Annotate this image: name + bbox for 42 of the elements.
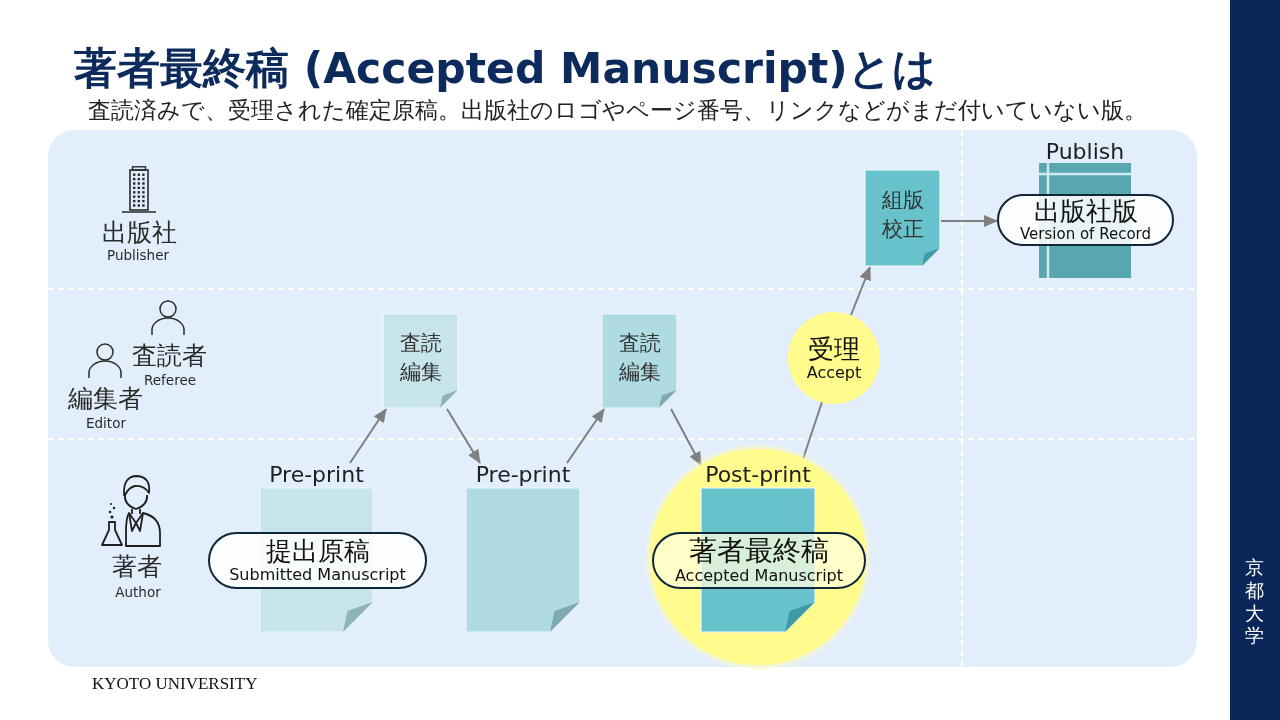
english-term: Version of Record (1020, 226, 1151, 243)
arrow (446, 408, 481, 464)
footer-text: KYOTO UNIVERSITY (92, 675, 258, 694)
document-text: 査読編集 (617, 330, 662, 386)
document-text: 査読編集 (398, 330, 443, 386)
lane-subtitle: Referee (144, 373, 196, 388)
arrow (349, 408, 387, 464)
label-pill (652, 532, 866, 589)
label-pill (208, 532, 427, 589)
band-text: 京都大学 (1245, 557, 1265, 649)
side-bar (1230, 0, 1280, 720)
label-pill (997, 194, 1174, 246)
main-term: 提出原稿 (265, 537, 370, 566)
main-term: 出版社版 (1033, 197, 1138, 227)
document-page (865, 170, 940, 266)
lane-title: 査読者 (131, 342, 207, 370)
english-term: Accepted Manuscript (674, 567, 844, 585)
lane-title: 出版社 (101, 219, 177, 247)
arrow (566, 408, 605, 464)
document-heading: Publish (1045, 140, 1125, 164)
document-heading: Pre-print (475, 463, 571, 487)
document-heading: Pre-print (269, 463, 364, 487)
page-subtitle: 査読済みで、受理された確定原稿。出版社のロゴやページ番号、リンクなどがまだ付いていない版。 (88, 98, 1147, 123)
english-term: Accept (806, 363, 862, 382)
document-page (383, 314, 458, 408)
lane-title: 編集者 (67, 385, 143, 413)
arrow (670, 408, 702, 466)
lane-subtitle: Publisher (107, 248, 169, 263)
main-term: 受理 (808, 334, 860, 364)
english-term: Submitted Manuscript (229, 566, 406, 584)
document-heading: Post-print (705, 463, 811, 487)
connector-line (802, 401, 823, 460)
document-text: 組版校正 (880, 187, 925, 243)
document-page (602, 314, 677, 408)
lane-title: 著者 (112, 553, 162, 581)
main-term: 著者最終稿 (689, 536, 829, 568)
document-page (466, 463, 580, 632)
arrow (850, 266, 871, 316)
lane-subtitle: Author (115, 585, 161, 600)
arrow (940, 215, 998, 227)
lane-subtitle: Editor (86, 416, 126, 431)
page-title: 著者最終稿 (Accepted Manuscript)とは (74, 44, 936, 94)
